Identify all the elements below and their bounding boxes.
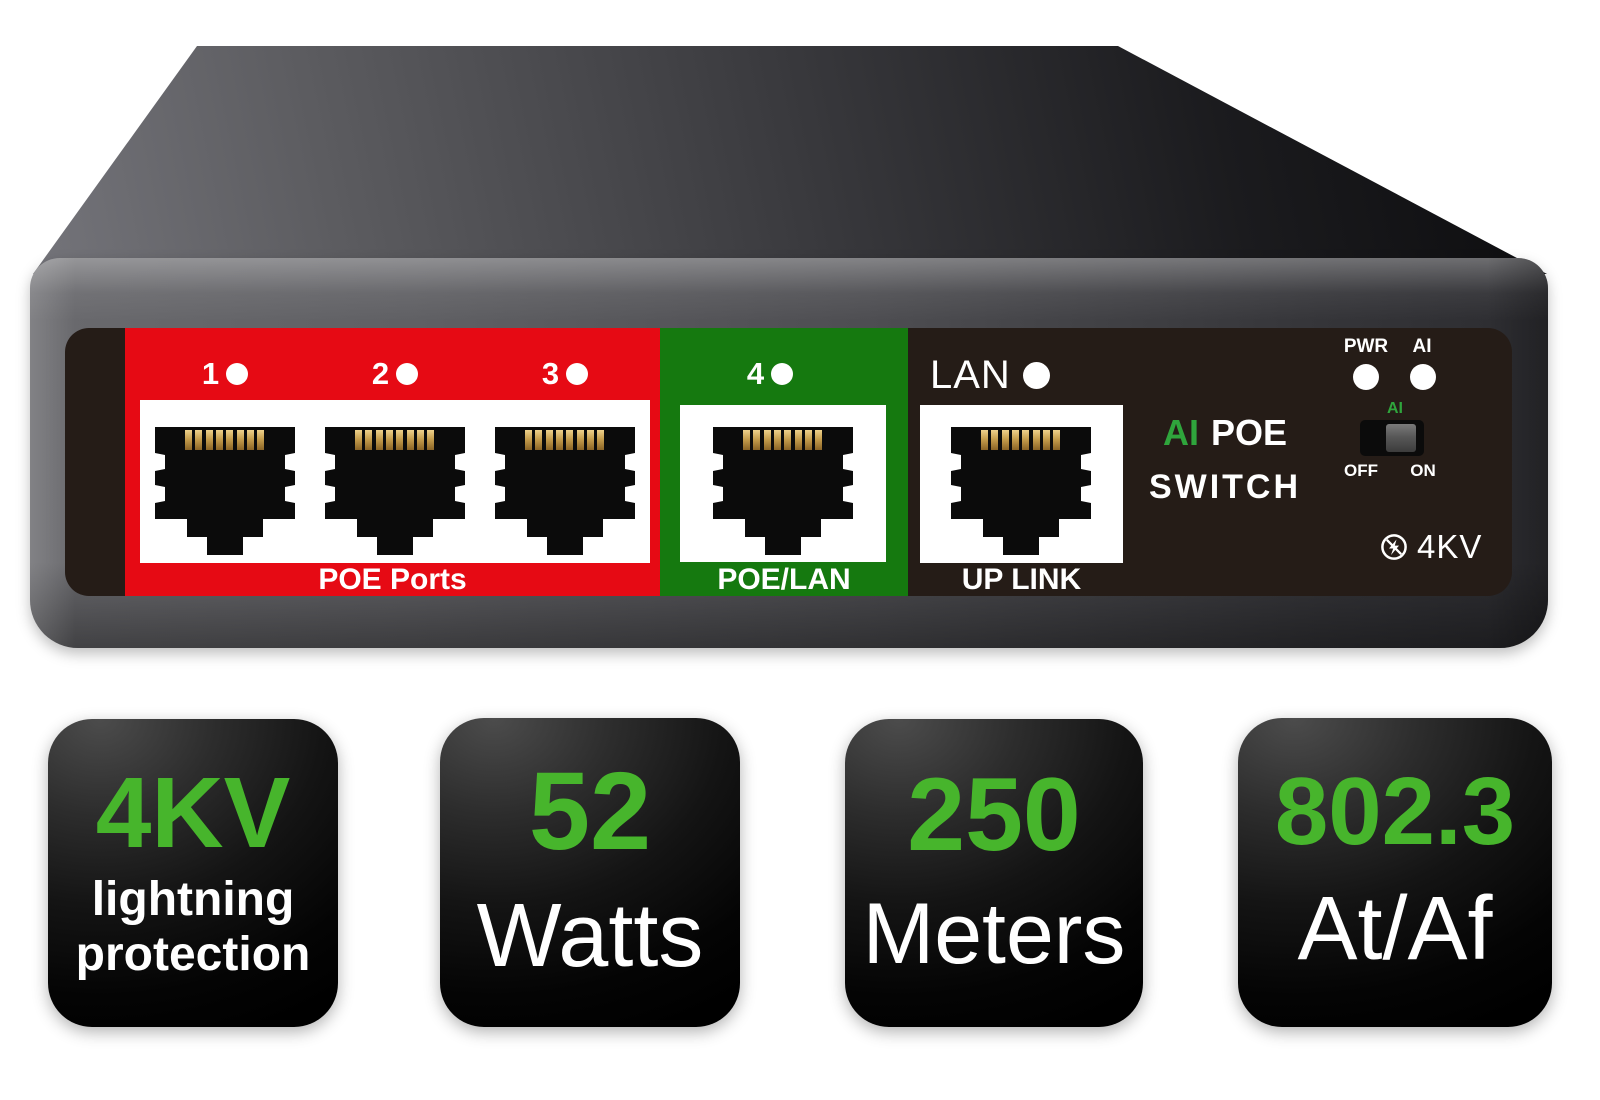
- lan-label-row: LAN: [930, 352, 1050, 397]
- badge-line: lightning: [91, 873, 295, 927]
- surge-label: 4KV: [1417, 528, 1483, 565]
- pwr-led-label: PWR: [1343, 336, 1389, 357]
- badge-value: 4KV: [95, 757, 291, 870]
- port-4-led: [771, 363, 794, 385]
- port-2-led: [396, 363, 419, 385]
- lan-led: [1022, 361, 1050, 389]
- uplink-caption: UP LINK: [961, 563, 1082, 596]
- port-2-label: 2: [350, 356, 440, 392]
- brand-switch-text: SWITCH: [1148, 468, 1302, 506]
- front-panel: 1 2 3 4 LAN: [65, 328, 1512, 596]
- port-3-label: 3: [520, 356, 610, 392]
- port-2-number: 2: [371, 356, 390, 391]
- badge-standard: 802.3 At/Af: [1238, 718, 1552, 1027]
- badge-value: 250: [907, 756, 1081, 873]
- port-1-number: 1: [201, 356, 220, 391]
- port-3-number: 3: [541, 356, 560, 391]
- toggle-off-label: OFF: [1344, 461, 1378, 480]
- lan-label: LAN: [930, 352, 1011, 397]
- brand-line-1: AI POE: [1115, 412, 1335, 454]
- device-top-face: [33, 46, 1547, 274]
- ai-toggle-knob: [1386, 424, 1416, 452]
- pwr-led: [1353, 364, 1379, 390]
- surge-protection-mark: 4KV: [1380, 528, 1482, 566]
- badge-line: At/Af: [1297, 879, 1493, 980]
- port-3-jack: [495, 427, 635, 555]
- badge-value: 52: [528, 750, 652, 874]
- port-1-jack: [155, 427, 295, 555]
- port-1-label: 1: [180, 356, 270, 392]
- port-4-number: 4: [746, 356, 765, 391]
- ai-toggle-title: AI: [1387, 400, 1403, 417]
- ai-led: [1410, 364, 1436, 390]
- port-3-led: [566, 363, 589, 385]
- port-1-led: [226, 363, 249, 385]
- uplink-jack: [951, 427, 1091, 555]
- badge-watts: 52 Watts: [440, 718, 740, 1027]
- badge-value: 802.3: [1274, 758, 1516, 866]
- badge-meters: 250 Meters: [845, 719, 1143, 1027]
- ai-led-label: AI: [1412, 336, 1432, 357]
- port-2-jack: [325, 427, 465, 555]
- poe-ports-caption: POE Ports: [318, 563, 467, 596]
- toggle-on-label: ON: [1410, 461, 1436, 480]
- ai-toggle: [1360, 420, 1424, 456]
- badge-line: Meters: [862, 885, 1126, 982]
- brand-ai-text: AI: [1162, 412, 1199, 453]
- lightning-protection-icon: [1381, 534, 1407, 560]
- port-4-jack: [713, 427, 853, 555]
- poe-lan-caption: POE/LAN: [717, 563, 851, 596]
- badge-line: Watts: [476, 886, 704, 987]
- badge-line: protection: [75, 928, 311, 981]
- brand-poe-text: POE: [1210, 412, 1288, 453]
- port-4-label: 4: [725, 356, 815, 392]
- badge-lightning-protection: 4KV lightning protection: [48, 719, 338, 1027]
